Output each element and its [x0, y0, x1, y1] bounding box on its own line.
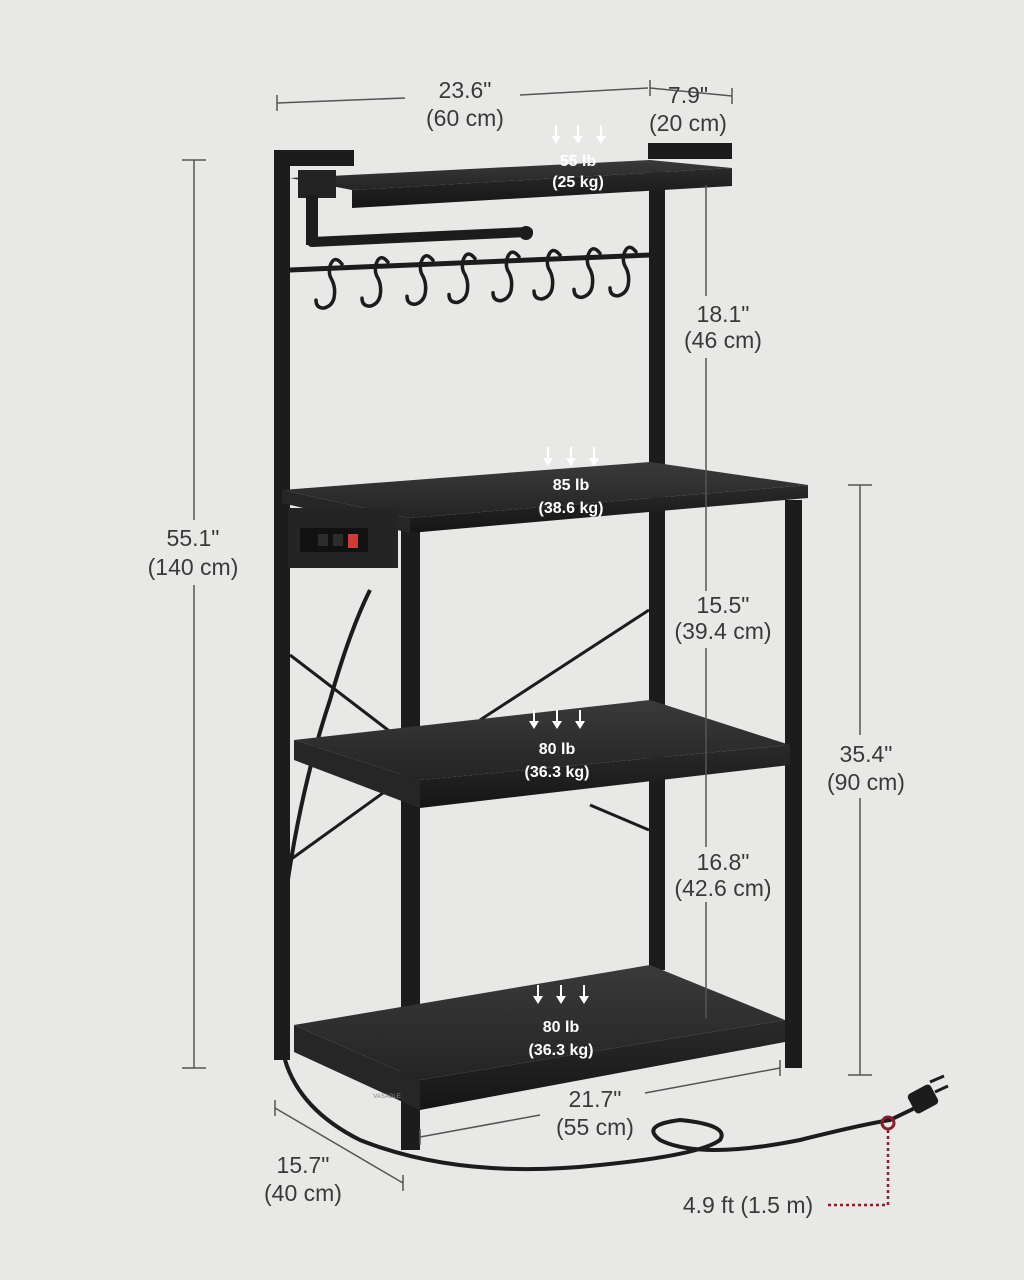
middle-gap-imperial: 15.5" — [697, 592, 750, 618]
top-shelf — [274, 143, 732, 208]
upper-gap-metric: (46 cm) — [684, 327, 762, 353]
load-arrowhead-icon — [566, 458, 576, 466]
load-arrowhead-icon — [596, 136, 606, 144]
s-hook-icon — [360, 255, 390, 308]
cord-length-callout: 4.9 ft (1.5 m) — [683, 1115, 896, 1218]
dimension-labels: 23.6" (60 cm) 7.9" (20 cm) 55.1" (140 cm… — [148, 77, 905, 1206]
load-arrowhead-icon — [556, 996, 566, 1004]
middle-shelf-load-imperial: 80 lb — [539, 741, 576, 758]
load-arrowhead-icon — [573, 136, 583, 144]
middle-shelf-load-metric: (36.3 kg) — [525, 764, 590, 781]
width-imperial: 23.6" — [439, 77, 492, 103]
towel-bar — [306, 195, 533, 247]
load-arrowhead-icon — [529, 721, 539, 729]
s-hook-icon — [608, 245, 638, 298]
s-hook-icon — [405, 254, 435, 307]
top-depth-metric: (20 cm) — [649, 110, 727, 136]
s-hook-icon — [532, 248, 562, 301]
lower-gap-imperial: 16.8" — [697, 849, 750, 875]
s-hook-icon — [314, 257, 344, 310]
bottom-shelf-load-metric: (36.3 kg) — [529, 1042, 594, 1059]
cord-length-label: 4.9 ft (1.5 m) — [683, 1192, 813, 1218]
dimension-lines — [182, 80, 872, 1191]
hook-rail — [289, 245, 651, 310]
power-cord — [283, 1059, 949, 1172]
counter-shelf-load-metric: (38.6 kg) — [539, 500, 604, 517]
counter-height-metric: (90 cm) — [827, 769, 905, 795]
load-arrowhead-icon — [579, 996, 589, 1004]
depth-metric: (40 cm) — [264, 1180, 342, 1206]
bottom-shelf — [294, 965, 785, 1110]
top-shelf-load-imperial: 55 lb — [560, 153, 597, 170]
top-depth-imperial: 7.9" — [668, 82, 708, 108]
depth-imperial: 15.7" — [277, 1152, 330, 1178]
load-arrowhead-icon — [589, 458, 599, 466]
upper-gap-imperial: 18.1" — [697, 301, 750, 327]
height-metric: (140 cm) — [148, 554, 239, 580]
s-hook-icon — [572, 247, 602, 300]
width-metric: (60 cm) — [426, 105, 504, 131]
s-hook-icon — [491, 250, 521, 303]
base-width-imperial: 21.7" — [569, 1086, 622, 1112]
counter-shelf-load-imperial: 85 lb — [553, 477, 590, 494]
lower-gap-metric: (42.6 cm) — [674, 875, 771, 901]
counter-height-imperial: 35.4" — [840, 741, 893, 767]
brand-mark: VASAGLE — [373, 1094, 401, 1100]
load-arrowhead-icon — [552, 721, 562, 729]
middle-shelf — [294, 700, 790, 808]
load-arrowhead-icon — [533, 996, 543, 1004]
load-arrowhead-icon — [551, 136, 561, 144]
load-labels: 55 lb (25 kg) 85 lb (38.6 kg) 80 lb (36.… — [525, 153, 604, 1059]
height-imperial: 55.1" — [167, 525, 220, 551]
load-arrows — [529, 125, 606, 1004]
load-arrowhead-icon — [575, 721, 585, 729]
bottom-shelf-load-imperial: 80 lb — [543, 1019, 580, 1036]
base-width-metric: (55 cm) — [556, 1114, 634, 1140]
power-outlet-strip — [275, 508, 398, 1061]
middle-gap-metric: (39.4 cm) — [674, 618, 771, 644]
load-arrowhead-icon — [543, 458, 553, 466]
s-hook-icon — [447, 252, 477, 305]
top-shelf-load-metric: (25 kg) — [552, 174, 604, 191]
